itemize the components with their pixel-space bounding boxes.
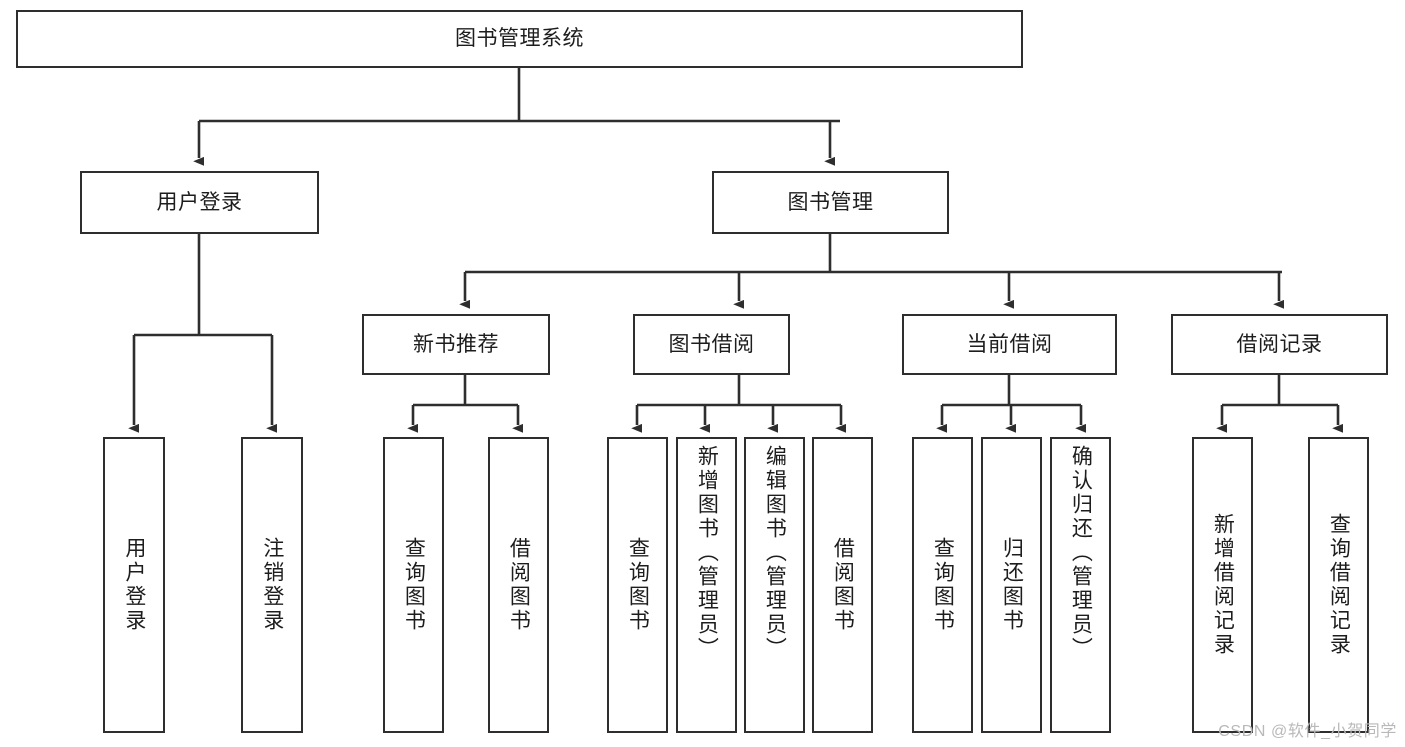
leaf-query-book-3-label: 查询图书 xyxy=(931,537,955,633)
node-book-borrow[interactable]: 图书借阅 xyxy=(633,314,790,375)
leaf-confirm-return-label: 确认归还（管理员） xyxy=(1069,445,1093,661)
leaf-query-record-label: 查询借阅记录 xyxy=(1327,513,1351,657)
leaf-query-book-2[interactable]: 查询图书 xyxy=(607,437,668,733)
leaf-borrow-book-2[interactable]: 借阅图书 xyxy=(812,437,873,733)
leaf-user-logout-label: 注销登录 xyxy=(260,537,284,633)
leaf-user-login[interactable]: 用户登录 xyxy=(103,437,165,733)
csdn-watermark: CSDN @软件_小贺同学 xyxy=(1218,723,1397,740)
leaf-query-record[interactable]: 查询借阅记录 xyxy=(1308,437,1369,733)
node-user-login[interactable]: 用户登录 xyxy=(80,171,319,234)
node-current-borrow-label: 当前借阅 xyxy=(966,332,1053,356)
leaf-confirm-return[interactable]: 确认归还（管理员） xyxy=(1050,437,1111,733)
leaf-user-logout[interactable]: 注销登录 xyxy=(241,437,303,733)
leaf-add-book-label: 新增图书（管理员） xyxy=(695,445,719,661)
node-new-book-recommend[interactable]: 新书推荐 xyxy=(362,314,550,375)
node-root-system-label: 图书管理系统 xyxy=(455,27,584,51)
node-user-login-label: 用户登录 xyxy=(156,190,243,214)
node-new-book-recommend-label: 新书推荐 xyxy=(413,332,499,356)
node-book-manage-label: 图书管理 xyxy=(787,190,874,214)
node-root-system[interactable]: 图书管理系统 xyxy=(16,10,1023,68)
leaf-add-record[interactable]: 新增借阅记录 xyxy=(1192,437,1253,733)
node-book-borrow-label: 图书借阅 xyxy=(668,332,755,356)
leaf-query-book-1-label: 查询图书 xyxy=(402,537,426,633)
node-book-manage[interactable]: 图书管理 xyxy=(712,171,949,234)
leaf-edit-book-label: 编辑图书（管理员） xyxy=(763,445,787,661)
leaf-edit-book[interactable]: 编辑图书（管理员） xyxy=(744,437,805,733)
leaf-query-book-3[interactable]: 查询图书 xyxy=(912,437,973,733)
node-borrow-record[interactable]: 借阅记录 xyxy=(1171,314,1388,375)
node-current-borrow[interactable]: 当前借阅 xyxy=(902,314,1117,375)
leaf-query-book-2-label: 查询图书 xyxy=(626,537,650,633)
leaf-user-login-label: 用户登录 xyxy=(122,537,146,633)
leaf-return-book[interactable]: 归还图书 xyxy=(981,437,1042,733)
leaf-borrow-book-2-label: 借阅图书 xyxy=(831,537,855,633)
leaf-borrow-book-1-label: 借阅图书 xyxy=(507,537,531,633)
leaf-add-record-label: 新增借阅记录 xyxy=(1211,513,1235,657)
leaf-return-book-label: 归还图书 xyxy=(1000,537,1024,633)
leaf-add-book[interactable]: 新增图书（管理员） xyxy=(676,437,737,733)
node-borrow-record-label: 借阅记录 xyxy=(1236,332,1323,356)
leaf-borrow-book-1[interactable]: 借阅图书 xyxy=(488,437,549,733)
leaf-query-book-1[interactable]: 查询图书 xyxy=(383,437,444,733)
